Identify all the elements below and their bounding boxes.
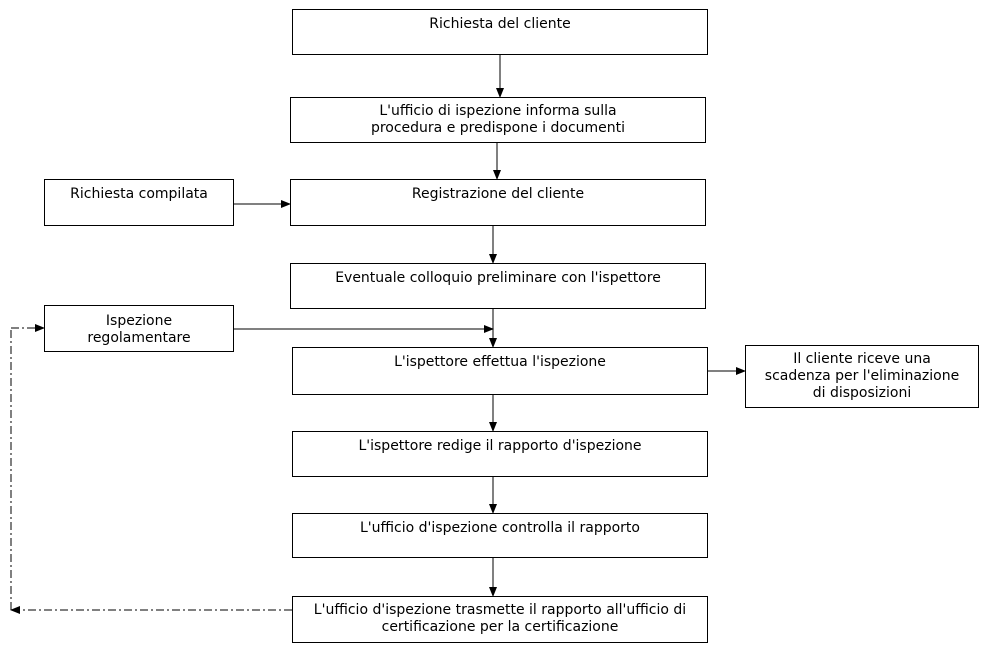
- box-colloquio-preliminare: Eventuale colloquio preliminare con l'is…: [290, 263, 706, 309]
- box-controlla-rapporto: L'ufficio d'ispezione controlla il rappo…: [292, 513, 708, 558]
- box-ufficio-informa: L'ufficio di ispezione informa sulla pro…: [290, 97, 706, 143]
- box-scadenza-eliminazione: Il cliente riceve una scadenza per l'eli…: [745, 345, 979, 408]
- box-richiesta-cliente: Richiesta del cliente: [292, 9, 708, 55]
- box-trasmette-rapporto: L'ufficio d'ispezione trasmette il rappo…: [292, 596, 708, 643]
- box-ispezione-regolamentare: Ispezione regolamentare: [44, 305, 234, 352]
- box-effettua-ispezione: L'ispettore effettua l'ispezione: [292, 347, 708, 395]
- box-richiesta-compilata: Richiesta compilata: [44, 179, 234, 226]
- box-redige-rapporto: L'ispettore redige il rapporto d'ispezio…: [292, 431, 708, 477]
- box-registrazione-cliente: Registrazione del cliente: [290, 179, 706, 226]
